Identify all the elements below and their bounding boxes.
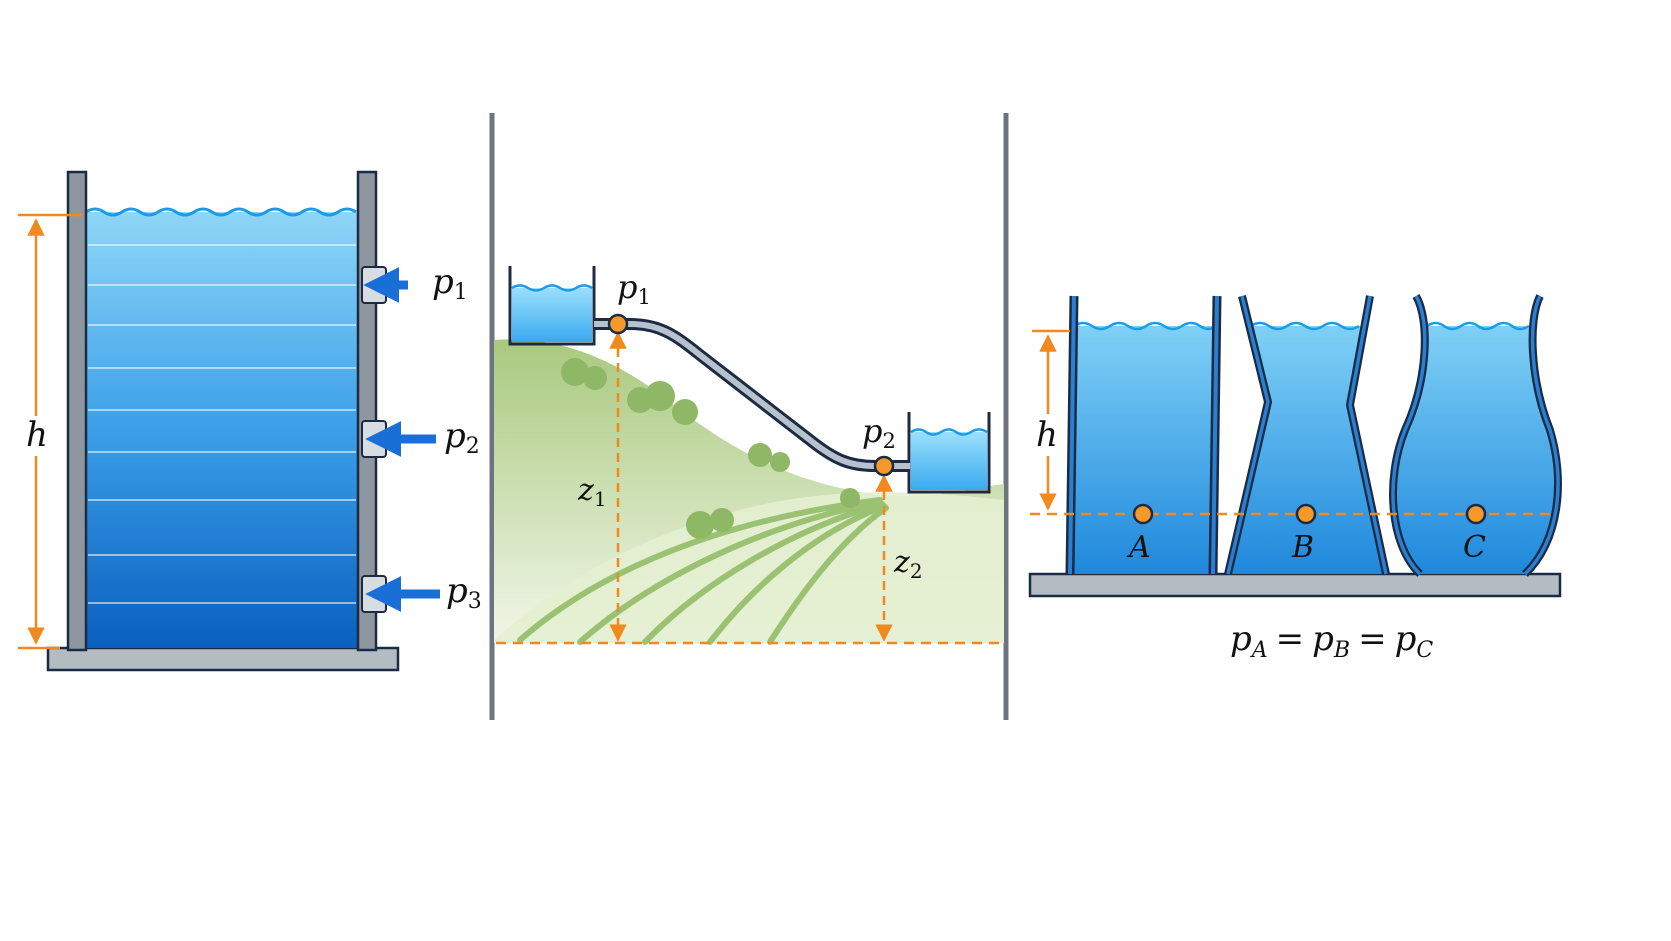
vessel-label-c: C	[1463, 530, 1486, 565]
tank-height-label: h	[26, 415, 48, 455]
vessel-point-b	[1295, 503, 1317, 525]
lower-reservoir	[907, 412, 991, 494]
vessel-label-b: B	[1291, 530, 1314, 565]
tap-label-1: p1	[432, 262, 468, 305]
vessel-label-a: A	[1126, 530, 1151, 565]
tap-p3	[361, 575, 440, 613]
elevation-label-2: z2	[893, 545, 923, 583]
tap-label-3: p3	[446, 571, 482, 614]
tap-label-2: p2	[444, 416, 480, 459]
shrubs	[561, 358, 860, 539]
tap-p1	[361, 266, 408, 304]
tank-water-surface	[85, 207, 357, 217]
hill-point-label-1: p1	[617, 268, 651, 309]
pressure-equation: pA=pB=pC	[1230, 619, 1433, 663]
elevation-label-1: z1	[577, 473, 607, 511]
vessels-height-label: h	[1036, 415, 1058, 455]
tank-water	[86, 212, 358, 648]
upper-reservoir	[508, 266, 596, 346]
vessels-height-dimension	[1032, 329, 1070, 511]
tank-panel: p1 p2 p3 h	[18, 170, 482, 672]
vessel-a	[1065, 295, 1222, 575]
tank-water-lines	[88, 244, 356, 604]
tank-base	[46, 646, 400, 672]
vessel-b	[1224, 295, 1390, 575]
tank-left-wall	[66, 170, 88, 652]
hill-panel: p1 p2 z1 z2	[489, 113, 1009, 720]
vessel-point-c	[1465, 503, 1487, 525]
tank-height-dimension	[18, 213, 82, 650]
vessel-point-a	[1132, 503, 1154, 525]
vessel-c	[1389, 293, 1562, 577]
vessels-base	[1028, 572, 1562, 598]
hill-point-p1	[607, 313, 629, 335]
vessels-panel: h A B C pA=pB=pC	[1028, 293, 1562, 663]
hill-point-p2	[873, 455, 895, 477]
tap-p2	[361, 420, 436, 458]
hill-point-label-2: p2	[862, 412, 896, 453]
